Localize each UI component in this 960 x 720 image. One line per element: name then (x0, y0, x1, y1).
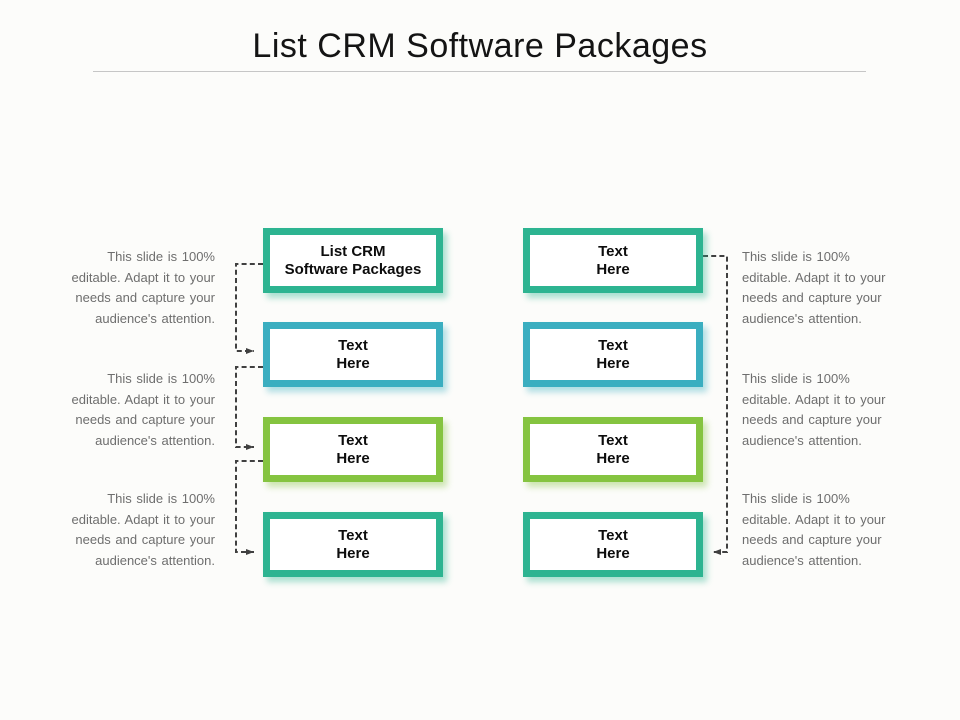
box-text-here-left-2: Text Here (263, 322, 443, 387)
box-label: List CRM Software Packages (284, 242, 422, 278)
box-text-here-right-4: Text Here (523, 512, 703, 577)
box-label: Text Here (596, 431, 630, 467)
connector-right (703, 255, 728, 555)
editable-note-right-1: This slide is 100% editable. Adapt it to… (742, 249, 886, 326)
box-label: Text Here (596, 242, 630, 278)
editable-note-left-3: This slide is 100% editable. Adapt it to… (71, 491, 215, 568)
connector-left-2 (235, 366, 263, 450)
box-text-here-left-4: Text Here (263, 512, 443, 577)
connector-left-3 (235, 460, 263, 555)
box-text-here-right-3: Text Here (523, 417, 703, 482)
box-label: Text Here (596, 526, 630, 562)
title-divider (93, 71, 866, 72)
editable-note-left-1: This slide is 100% editable. Adapt it to… (71, 249, 215, 326)
box-text-here-right-1: Text Here (523, 228, 703, 293)
box-label: Text Here (336, 526, 370, 562)
editable-note-right-2: This slide is 100% editable. Adapt it to… (742, 371, 886, 448)
box-label: Text Here (596, 336, 630, 372)
slide-title: List CRM Software Packages (252, 27, 708, 65)
box-text-here-right-2: Text Here (523, 322, 703, 387)
box-label: Text Here (336, 431, 370, 467)
box-label: Text Here (336, 336, 370, 372)
box-text-here-left-3: Text Here (263, 417, 443, 482)
editable-note-left-2: This slide is 100% editable. Adapt it to… (71, 371, 215, 448)
editable-note-right-3: This slide is 100% editable. Adapt it to… (742, 491, 886, 568)
connector-left-1 (235, 263, 263, 354)
box-list-crm-software-packages: List CRM Software Packages (263, 228, 443, 293)
